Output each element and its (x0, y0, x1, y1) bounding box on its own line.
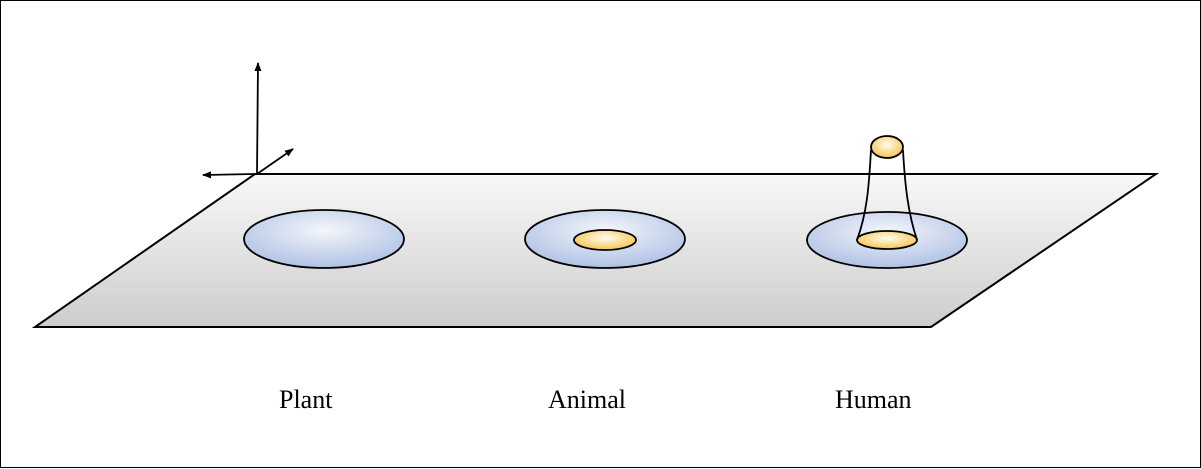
axis-depth (256, 148, 294, 175)
label-plant: Plant (279, 385, 333, 414)
axis-vertical (254, 62, 262, 175)
human-column-top (870, 135, 904, 159)
animal-core (573, 229, 637, 251)
axis-left (202, 171, 258, 179)
human-figure (806, 135, 968, 269)
plant-disc (243, 209, 405, 269)
axes-indicator (202, 62, 294, 179)
plant-figure (243, 209, 405, 269)
human-column-right (902, 149, 918, 241)
animal-figure (524, 209, 686, 269)
label-animal: Animal (548, 385, 626, 414)
human-column-left (856, 149, 872, 241)
human-core (856, 230, 918, 250)
label-human: Human (835, 385, 912, 414)
